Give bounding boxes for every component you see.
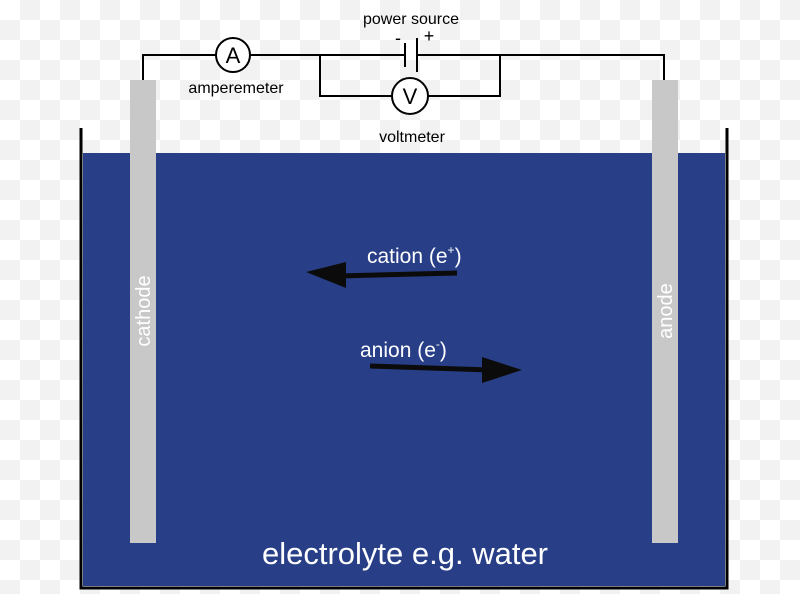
ammeter-label: amperemeter <box>188 80 284 97</box>
voltmeter-symbol: V <box>403 84 418 109</box>
power-source-battery <box>404 38 418 72</box>
cation-close-paren: ) <box>455 245 462 268</box>
ammeter-circle <box>215 37 251 73</box>
anion-arrow <box>369 357 522 383</box>
cation-arrow <box>306 262 458 288</box>
battery-minus-label: - <box>395 28 401 48</box>
container-outline <box>79 128 729 590</box>
anode-electrode <box>652 80 678 543</box>
cation-text: cation (e <box>367 245 448 268</box>
power-source-label: power source <box>363 11 459 28</box>
anion-charge: - <box>436 337 440 351</box>
anion-label: anion (e-) <box>360 337 447 362</box>
electrolyte-label: electrolyte e.g. water <box>262 536 548 571</box>
anion-close-paren: ) <box>440 339 447 362</box>
battery-plus-label: + <box>424 26 435 46</box>
voltmeter-circle <box>391 77 429 115</box>
ammeter-symbol: A <box>226 43 241 68</box>
circuit-wires <box>142 54 665 97</box>
anode-label: anode <box>655 283 677 339</box>
cation-charge: + <box>448 243 455 257</box>
cathode-electrode <box>130 80 156 543</box>
voltmeter-label: voltmeter <box>379 129 445 146</box>
cation-label: cation (e+) <box>367 243 462 268</box>
cathode-label: cathode <box>133 275 155 346</box>
anion-text: anion (e <box>360 339 436 362</box>
